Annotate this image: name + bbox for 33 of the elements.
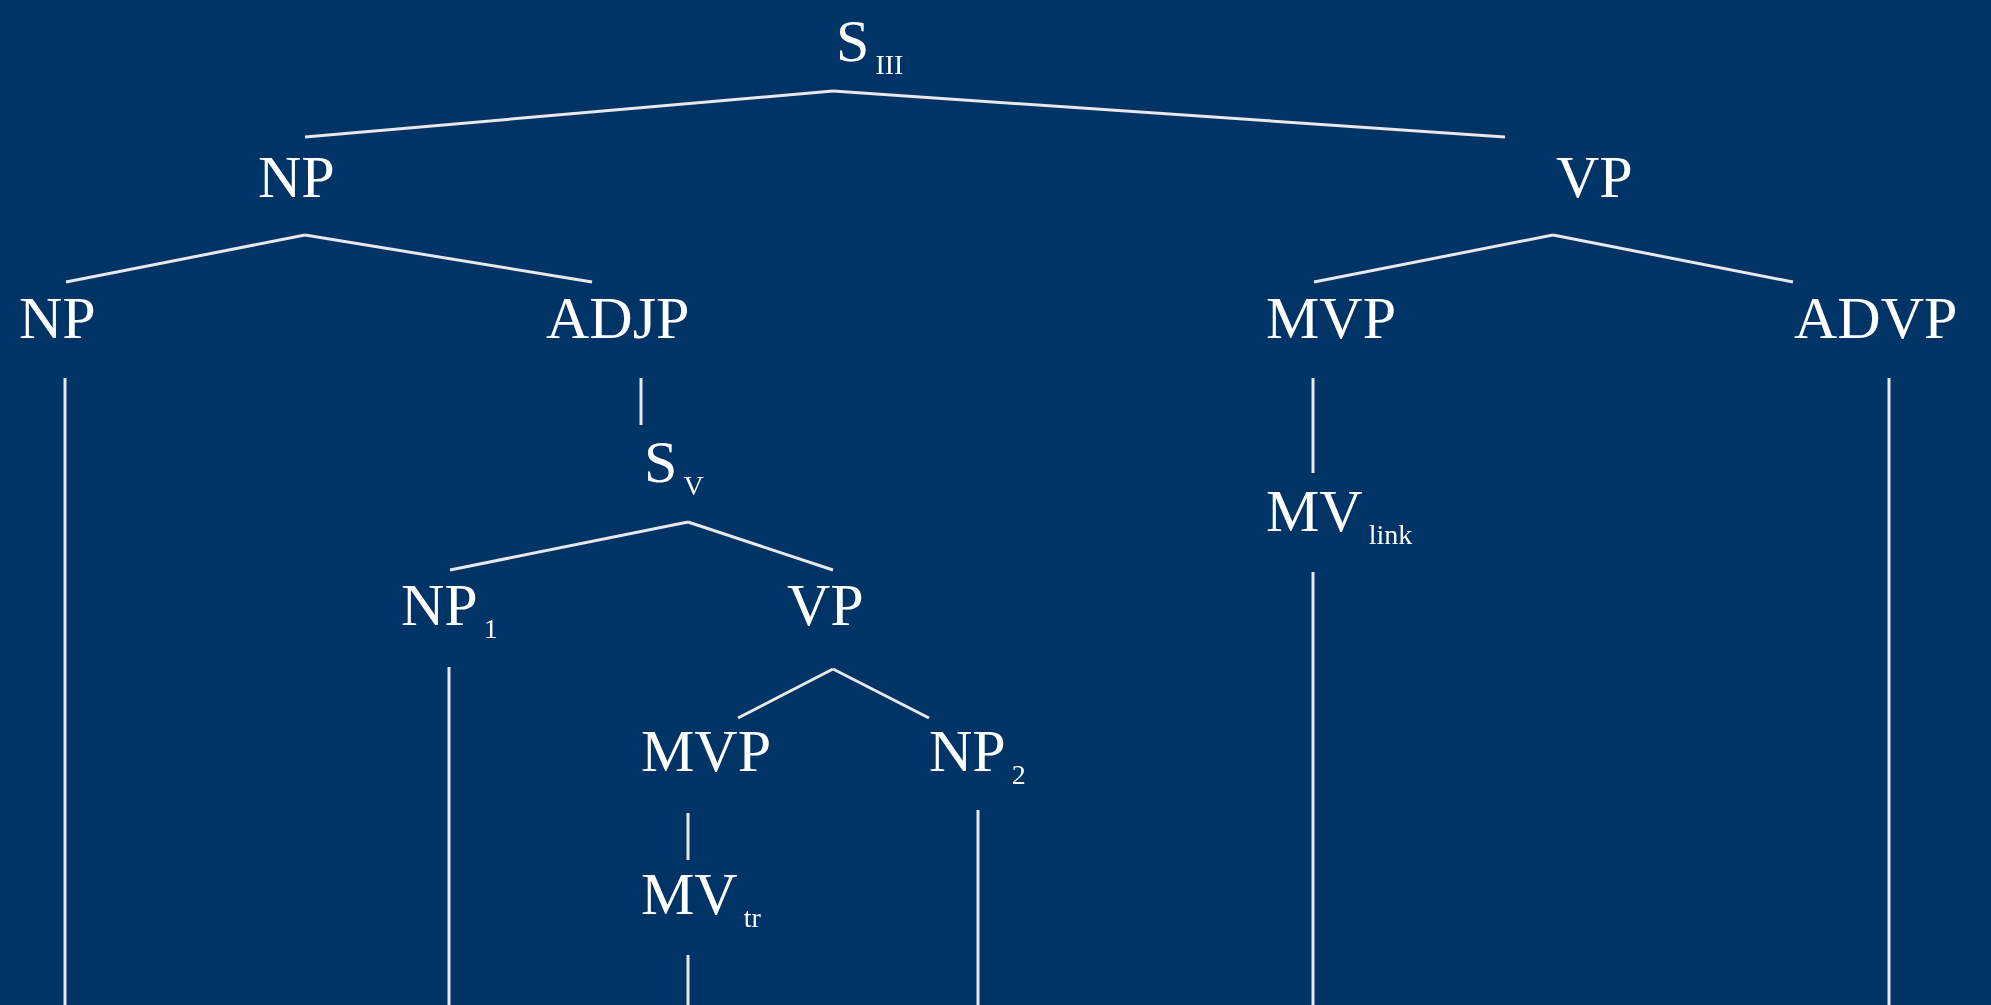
constituent-label: ADVP [1794, 288, 1958, 348]
tree-branch-line [304, 233, 593, 284]
tree-branch-line [686, 955, 690, 1005]
constituent-label: S$_{V}$ [644, 432, 704, 500]
constituent-label: NP$_{1}$ [401, 575, 498, 643]
constituent-label: NP [258, 147, 335, 207]
tree-branch-line [976, 810, 980, 1005]
tree-branch-line [687, 520, 834, 572]
tree-branch-line [447, 667, 451, 1005]
tree-branch-line [65, 233, 306, 284]
constituent-label: NP [19, 288, 96, 348]
tree-branch-line [1311, 378, 1315, 473]
constituent-label: VP [1556, 147, 1633, 207]
tree-branch-line [1311, 572, 1315, 1005]
tree-branch-line [639, 378, 643, 425]
constituent-label: MV$_{link}$ [1266, 481, 1413, 549]
constituent-label: MVP [1266, 288, 1397, 348]
constituent-label: MV$_{tr}$ [641, 864, 761, 932]
constituent-label: VP [787, 575, 864, 635]
tree-branch-line [686, 813, 690, 860]
constituent-label: NP$_{2}$ [929, 721, 1026, 789]
tree-branch-line [63, 378, 67, 1005]
tree-branch-line [832, 89, 1506, 139]
constituent-label: S$_{III}$ [836, 11, 904, 79]
tree-branch-line [304, 89, 834, 139]
tree-branch-line [832, 667, 930, 720]
constituent-label: MVP [641, 721, 772, 781]
tree-branch-line [1552, 233, 1794, 284]
constituent-label: ADJP [546, 288, 690, 348]
tree-branch-line [1887, 378, 1891, 1005]
tree-branch-line [737, 667, 834, 720]
tree-branch-line [1313, 233, 1554, 284]
tree-branch-line [449, 520, 689, 572]
